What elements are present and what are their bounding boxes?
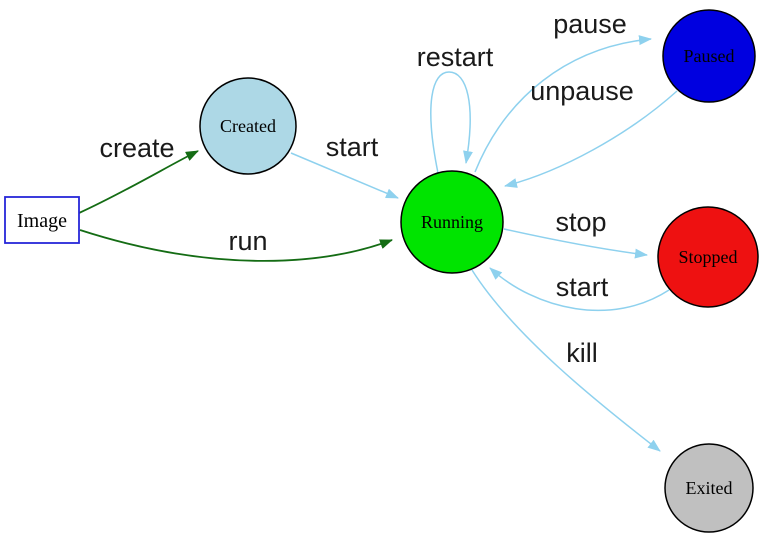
edge-pause: [474, 35, 652, 173]
edge-label-kill: kill: [566, 338, 598, 368]
node-image-label: Image: [17, 210, 67, 232]
node-exited: Exited: [664, 443, 754, 533]
node-image: Image: [4, 196, 80, 244]
node-created: Created: [199, 77, 297, 175]
node-running: Running: [400, 170, 504, 274]
node-stopped-label: Stopped: [678, 247, 737, 267]
edge-label-stop: stop: [555, 207, 606, 237]
edge-label-start-stopped: start: [556, 272, 609, 302]
edge-start-stopped-running: [489, 267, 670, 312]
node-running-label: Running: [421, 212, 483, 232]
edge-label-run: run: [228, 226, 267, 256]
edge-label-unpause: unpause: [530, 76, 634, 106]
node-created-label: Created: [220, 116, 276, 136]
node-paused-label: Paused: [684, 46, 735, 66]
edge-start-created-running: [290, 152, 399, 199]
node-paused-circle: [662, 9, 756, 103]
edge-create: [78, 150, 199, 214]
edge-run: [79, 229, 393, 262]
node-paused: Paused: [662, 9, 756, 103]
edge-label-pause: pause: [553, 9, 627, 39]
edge-kill: [471, 269, 661, 452]
node-created-circle: [199, 77, 297, 175]
edge-unpause: [504, 90, 678, 188]
edge-label-start-created: start: [326, 132, 379, 162]
edge-stop: [503, 228, 648, 259]
node-exited-circle: [664, 443, 754, 533]
node-stopped-circle: [657, 206, 759, 308]
edge-restart-self-loop: [430, 71, 473, 174]
edge-label-create: create: [99, 133, 174, 163]
node-image-box: [4, 196, 80, 244]
node-stopped: Stopped: [657, 206, 759, 308]
node-exited-label: Exited: [686, 478, 733, 498]
edge-label-restart: restart: [417, 42, 494, 72]
node-running-circle: [400, 170, 504, 274]
